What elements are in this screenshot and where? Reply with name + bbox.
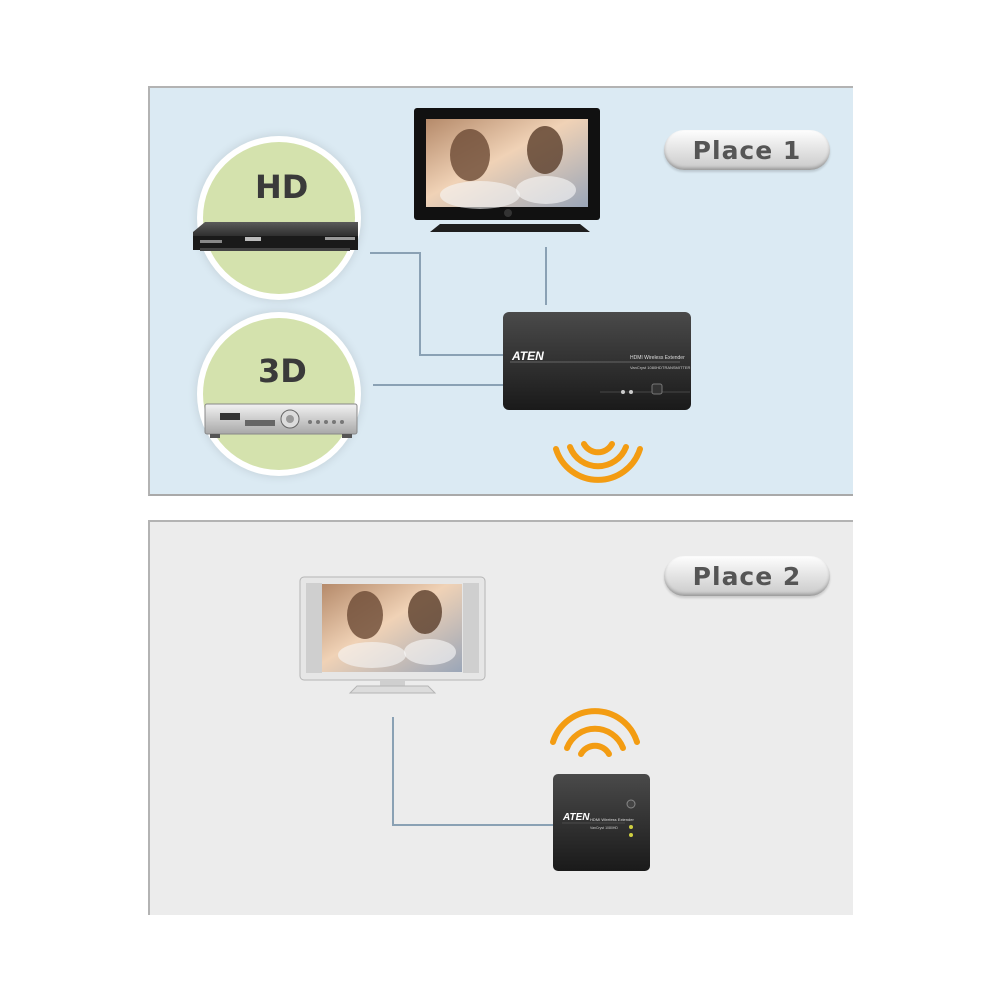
- receiver-model: VanCryst 1080HD: [590, 826, 618, 830]
- receiver-unit: [553, 774, 650, 871]
- wireless-signal-receive: [550, 708, 640, 757]
- wireless-signal-transmit: [553, 441, 643, 483]
- 3d-label: 3D: [258, 352, 307, 390]
- dvd-player: [193, 222, 358, 251]
- receiver-cable: [392, 717, 553, 826]
- transmitter-unit: [503, 312, 691, 410]
- place-1-badge: Place 1: [664, 130, 830, 170]
- hd-cable: [370, 252, 503, 356]
- place-2-badge: Place 2: [664, 556, 830, 596]
- receiver-brand: ATEN: [562, 812, 590, 823]
- hd-label: HD: [255, 168, 309, 206]
- transmitter-product: HDMI Wireless Extender: [630, 355, 685, 361]
- receiver-product: HDMI Wireless Extender: [590, 817, 634, 822]
- transmitter-model: VanCryst 1080HD: [630, 365, 662, 370]
- 3d-source-disc: [203, 318, 355, 470]
- av-player: [204, 403, 358, 438]
- hd-source-disc: [203, 142, 355, 294]
- place-2-tv: [299, 576, 486, 694]
- cables-place-1: [370, 247, 547, 386]
- transmitter-brand: ATEN: [511, 349, 544, 363]
- flat-tv: [414, 108, 600, 232]
- transmitter-role: TRANSMITTER: [662, 365, 691, 370]
